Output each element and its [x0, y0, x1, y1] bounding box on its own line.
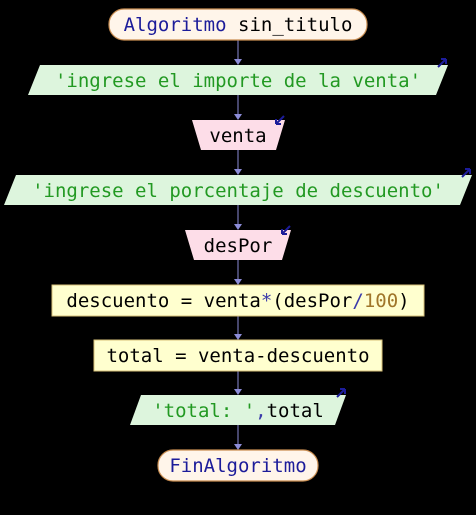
- operator-token: *: [261, 290, 272, 312]
- start-terminal[interactable]: Algoritmo sin_titulo: [108, 8, 368, 41]
- output-step-1[interactable]: 'ingrese el importe de la venta': [28, 58, 448, 95]
- connector-arrowhead: [234, 444, 242, 450]
- output-step-3[interactable]: 'ingrese el porcentaje de descuento': [4, 168, 472, 205]
- input-arrow-icon: [281, 225, 291, 235]
- output-step-7-shape: [130, 395, 346, 425]
- assign-step-6-shape: [93, 339, 383, 372]
- connector-arrowhead: [234, 114, 242, 120]
- connector-arrowhead: [234, 279, 242, 285]
- input-step-4-shape: [185, 230, 291, 260]
- output-step-7-text: 'total: ',total: [152, 400, 324, 422]
- number-token: 100: [364, 290, 398, 312]
- input-arrow-icon: [275, 115, 285, 125]
- string-token: 'total: ': [152, 400, 255, 422]
- output-arrow-icon: [336, 388, 346, 398]
- output-step-1-text: 'ingrese el importe de la venta': [55, 70, 421, 92]
- assign-step-6[interactable]: total = venta-descuento: [93, 339, 383, 372]
- end-terminal-shape: [157, 449, 319, 482]
- assign-step-5-part: descuento = venta: [66, 290, 260, 312]
- connector-arrowhead: [234, 224, 242, 230]
- output-arrow-icon: [437, 58, 447, 68]
- end-terminal[interactable]: FinAlgoritmo: [157, 449, 319, 482]
- connector-arrowhead: [234, 169, 242, 175]
- input-step-4[interactable]: desPor: [185, 225, 291, 260]
- variable-token: total: [267, 400, 324, 422]
- connector-arrowhead: [234, 334, 242, 340]
- input-step-4-text: desPor: [204, 235, 273, 257]
- connector-layer: [234, 40, 242, 450]
- start-terminal-text: Algoritmo sin_titulo: [124, 14, 353, 36]
- assign-step-5[interactable]: descuento = venta*(desPor/100): [51, 284, 425, 317]
- start-keyword: Algoritmo: [124, 14, 227, 36]
- input-step-2-shape: [192, 120, 285, 150]
- output-step-1-shape: [28, 65, 448, 95]
- input-step-2-text: venta: [209, 125, 266, 147]
- connector-arrowhead: [234, 59, 242, 65]
- start-terminal-shape: [108, 8, 368, 41]
- algorithm-name: sin_titulo: [238, 14, 352, 36]
- connector-arrowhead: [234, 389, 242, 395]
- end-terminal-text: FinAlgoritmo: [169, 455, 306, 477]
- assign-step-5-text: descuento = venta*(desPor/100): [66, 290, 409, 312]
- output-step-3-shape: [4, 175, 472, 205]
- operator-token: ,: [255, 400, 266, 422]
- assign-step-5-shape: [51, 284, 425, 317]
- input-step-2[interactable]: venta: [192, 115, 285, 150]
- output-step-7[interactable]: 'total: ',total: [130, 388, 346, 425]
- output-arrow-icon: [461, 168, 471, 178]
- operator-token: /: [352, 290, 363, 312]
- output-step-3-text: 'ingrese el porcentaje de descuento': [32, 180, 444, 202]
- assign-step-6-text: total = venta-descuento: [106, 345, 369, 367]
- assign-step-5-part: (desPor: [272, 290, 352, 312]
- assign-step-5-part: ): [398, 290, 409, 312]
